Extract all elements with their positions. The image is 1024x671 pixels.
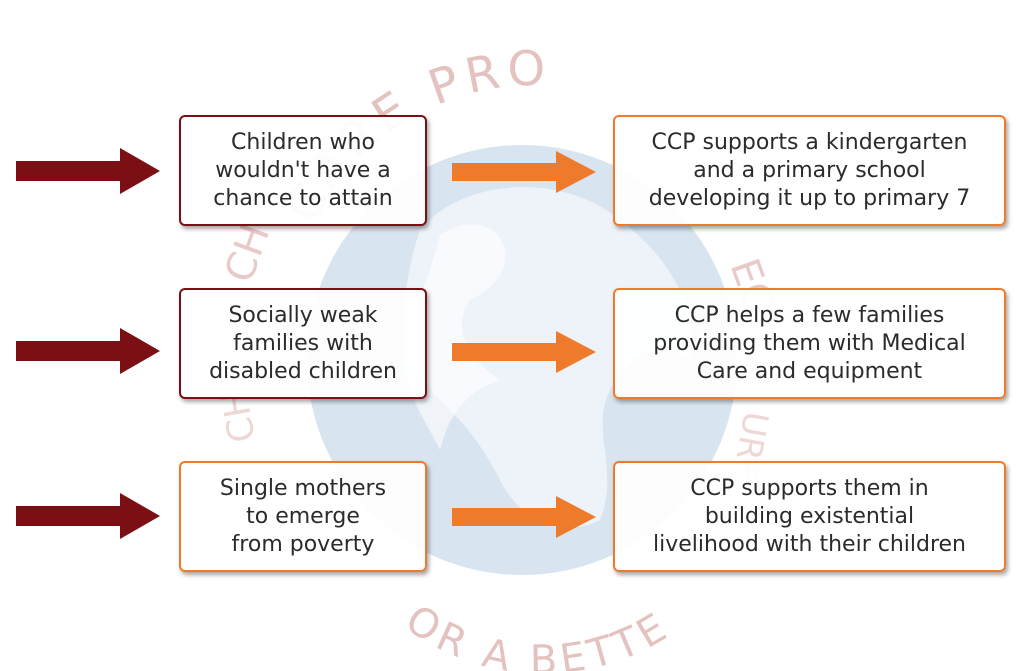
target-group-text-1: Children who wouldn't have a chance to a… [213, 129, 393, 211]
target-group-text-3: Single mothers to emerge from poverty [219, 475, 387, 557]
target-group-text-2: Socially weak families with disabled chi… [209, 302, 397, 384]
outcome-arrow-3 [452, 496, 596, 538]
watermark-bottom-text: OR A BETTE [397, 596, 673, 671]
incoming-arrow-1 [16, 148, 160, 194]
ccp-action-box-1: CCP supports a kindergarten and a primar… [613, 115, 1006, 226]
watermark-left-top-letters: CH [216, 218, 279, 288]
target-group-box-3: Single mothers to emerge from poverty [179, 461, 427, 572]
svg-text:OR A BETTE: OR A BETTE [397, 596, 678, 671]
incoming-arrow-2 [16, 328, 160, 374]
ccp-action-text-2: CCP helps a few families providing them … [653, 302, 966, 384]
ccp-action-text-1: CCP supports a kindergarten and a primar… [648, 129, 971, 211]
outcome-arrow-2 [452, 331, 596, 373]
ccp-action-box-3: CCP supports them in building existentia… [613, 461, 1006, 572]
target-group-box-2: Socially weak families with disabled chi… [179, 288, 427, 399]
ccp-action-text-3: CCP supports them in building existentia… [652, 475, 967, 557]
target-group-box-1: Children who wouldn't have a chance to a… [179, 115, 427, 226]
incoming-arrow-3 [16, 493, 160, 539]
ccp-action-box-2: CCP helps a few families providing them … [613, 288, 1006, 399]
outcome-arrow-1 [452, 151, 596, 193]
